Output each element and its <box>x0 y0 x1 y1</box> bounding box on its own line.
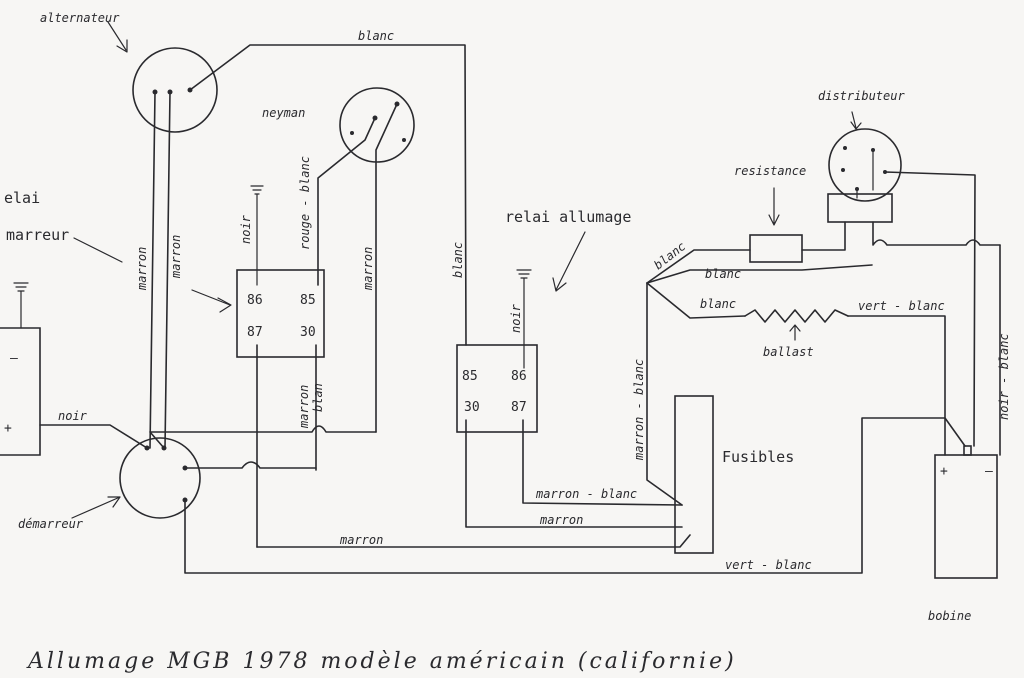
wire-blanc-mid <box>646 264 873 284</box>
wire-label-marron-blanc-up: marron - blanc <box>632 359 646 461</box>
coil-minus: – <box>985 464 993 479</box>
starter-motor <box>119 437 201 519</box>
partial-relay <box>0 327 41 456</box>
label-relai-demarreur-b: marreur <box>6 226 69 244</box>
label-ballast: ballast <box>763 345 814 359</box>
wire-neyman-marron <box>375 103 398 433</box>
arrow-distributeur <box>850 111 862 130</box>
arrow-resistance <box>768 187 780 226</box>
wire-res-dist <box>801 221 846 251</box>
left-relay-pin-30: 30 <box>300 325 316 340</box>
ground-symbol <box>516 269 532 369</box>
arrow-relai-allumage <box>552 231 586 292</box>
wire-label-noir-ign: noir <box>509 303 523 333</box>
diagram-title: Allumage MGB 1978 modèle américain (cali… <box>26 649 737 674</box>
edge-plus: + <box>4 421 12 436</box>
ign-relay-pin-30: 30 <box>464 400 480 415</box>
coil-plus: + <box>940 464 948 479</box>
wire-label-marron-2: marron <box>169 235 183 279</box>
wire-label-noir-starter: noir <box>58 409 88 423</box>
label-demarreur: démarreur <box>18 517 84 531</box>
resistance <box>749 234 803 263</box>
ballast-resistor <box>744 309 849 323</box>
label-resistance: resistance <box>734 164 806 178</box>
wire-marron-blanc-up <box>646 282 683 506</box>
distributor-base <box>827 193 893 223</box>
wire-marron-bottom <box>256 534 691 548</box>
arrow-demarreur-label <box>71 496 121 519</box>
wire-label-marron-bottom: marron <box>339 533 383 547</box>
wire-bus <box>149 425 377 449</box>
wire-label-marron-blanc-fuse: marron - blanc <box>535 487 637 501</box>
ground-symbol <box>250 185 264 286</box>
label-fusibles: Fusibles <box>722 448 794 466</box>
ign-relay-pin-86: 86 <box>511 369 527 384</box>
neyman-sensor <box>339 87 415 163</box>
label-neyman: neyman <box>262 106 305 120</box>
label-relai-allumage: relai allumage <box>505 208 631 226</box>
left-relay-pin-86: 86 <box>247 293 263 308</box>
ground-symbol <box>13 282 29 329</box>
wire-label-marron-1: marron <box>135 247 149 291</box>
wire-label-rouge-blanc: rouge - blanc <box>298 156 312 250</box>
ign-relay-pin-87: 87 <box>511 400 527 415</box>
left-relay-pin-85: 85 <box>300 293 316 308</box>
wire-label-blanc-vert: blanc <box>451 242 465 278</box>
wire-label-blanc-top: blanc <box>358 29 394 43</box>
ignition-relay <box>456 344 538 433</box>
label-distributeur: distributeur <box>818 89 905 103</box>
fuse-box <box>674 395 714 554</box>
arrow-relai-demarreur <box>73 237 123 263</box>
label-alternateur: alternateur <box>40 11 120 25</box>
wire-relay-30-fuse <box>465 419 683 528</box>
wire-rouge-blanc <box>317 117 376 286</box>
wire-label-marron-blan-b: blan <box>311 383 325 412</box>
wire-vert-blanc-right <box>847 315 946 456</box>
coil-terminal-plus <box>963 445 972 456</box>
wire-label-blanc-mid: blanc <box>705 267 741 281</box>
wire-label-noir-blanc: noir - blanc <box>997 333 1011 420</box>
distributor <box>828 128 902 202</box>
arrow-alternateur <box>107 21 128 53</box>
label-relai-demarreur-a: elai <box>4 189 40 207</box>
wire-label-vert-blanc-ballast: vert - blanc <box>858 299 945 313</box>
wire-alt-marron-2 <box>164 91 171 449</box>
label-bobine: bobine <box>928 609 971 623</box>
left-relay <box>236 269 325 358</box>
wire-alt-marron-1 <box>149 91 156 449</box>
wire-label-noir-left-relay: noir <box>239 214 253 244</box>
edge-minus: – <box>10 351 18 366</box>
wire-label-marron-blan-a: marron <box>297 385 311 429</box>
wire-label-blanc-ballast: blanc <box>700 297 736 311</box>
wire-label-vert-blanc-bottom: vert - blanc <box>725 558 812 572</box>
alternator <box>132 47 218 133</box>
wire-starter-link <box>184 461 317 469</box>
wire-label-marron-fuse: marron <box>539 513 583 527</box>
wire-relay-87-fuse <box>522 419 683 506</box>
wire-noir-left <box>39 424 148 449</box>
left-relay-pin-87: 87 <box>247 325 263 340</box>
wire-label-marron-neyman: marron <box>361 247 375 291</box>
ign-relay-pin-85: 85 <box>462 369 478 384</box>
wire-blanc-res <box>646 249 751 284</box>
wire-dist-right <box>872 221 1001 246</box>
wire-vert-blanc-bottom <box>184 417 966 574</box>
arrow-relay-left <box>191 289 232 313</box>
wire-blanc-top <box>189 44 467 346</box>
ballast-arrow <box>789 324 801 341</box>
wire-noir-blanc <box>884 171 976 447</box>
wire-blanc-ballast <box>646 282 746 319</box>
